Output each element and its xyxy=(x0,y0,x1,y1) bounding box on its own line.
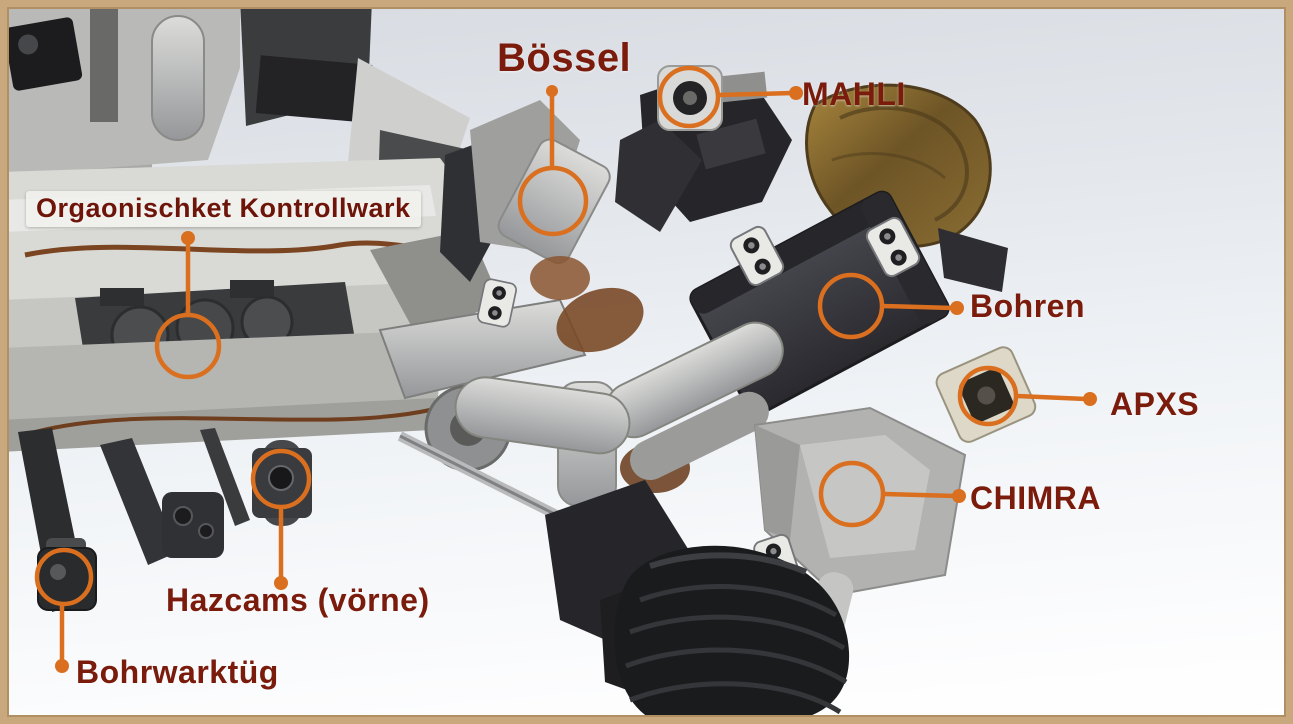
kontrollwark-callout-ring xyxy=(154,312,222,380)
turret-head xyxy=(454,65,1037,702)
bohren-leader-line xyxy=(880,303,956,311)
chimra-dot xyxy=(952,489,966,503)
label-hazcams: Hazcams (vörne) xyxy=(166,582,430,618)
apxs-leader-line xyxy=(1014,393,1089,402)
label-kontrollwark: Orgaonischket Kontrollwark xyxy=(26,191,421,227)
apxs-dot xyxy=(1083,392,1097,406)
label-mahli: MAHLI xyxy=(802,76,906,112)
label-apxs: APXS xyxy=(1110,386,1200,422)
hazcams-callout-ring xyxy=(250,448,312,510)
chimra-callout-ring xyxy=(818,460,886,528)
label-bohrwarktueg: Bohrwarktüg xyxy=(76,654,279,690)
boessel-callout-ring xyxy=(517,165,589,237)
bohren-dot xyxy=(950,301,964,315)
label-bohren: Bohren xyxy=(970,288,1085,324)
wheel xyxy=(614,545,850,724)
hazcams-dot xyxy=(274,576,288,590)
boessel-dot xyxy=(546,85,558,97)
label-boessel: Bössel xyxy=(497,36,632,80)
mahli-leader-line xyxy=(716,90,796,98)
kontrollwark-dot xyxy=(181,231,195,245)
mahli-callout-ring xyxy=(657,65,721,129)
apxs-callout-ring xyxy=(957,365,1019,427)
bohrwarktueg-callout-ring xyxy=(34,547,94,607)
mahli-dot xyxy=(789,86,803,100)
chimra-leader-line xyxy=(881,491,958,499)
bohren-callout-ring xyxy=(817,272,885,340)
front-struts-and-pods xyxy=(18,428,312,612)
bohrwarktueg-dot xyxy=(55,659,69,673)
label-chimra: CHIMRA xyxy=(970,480,1101,516)
